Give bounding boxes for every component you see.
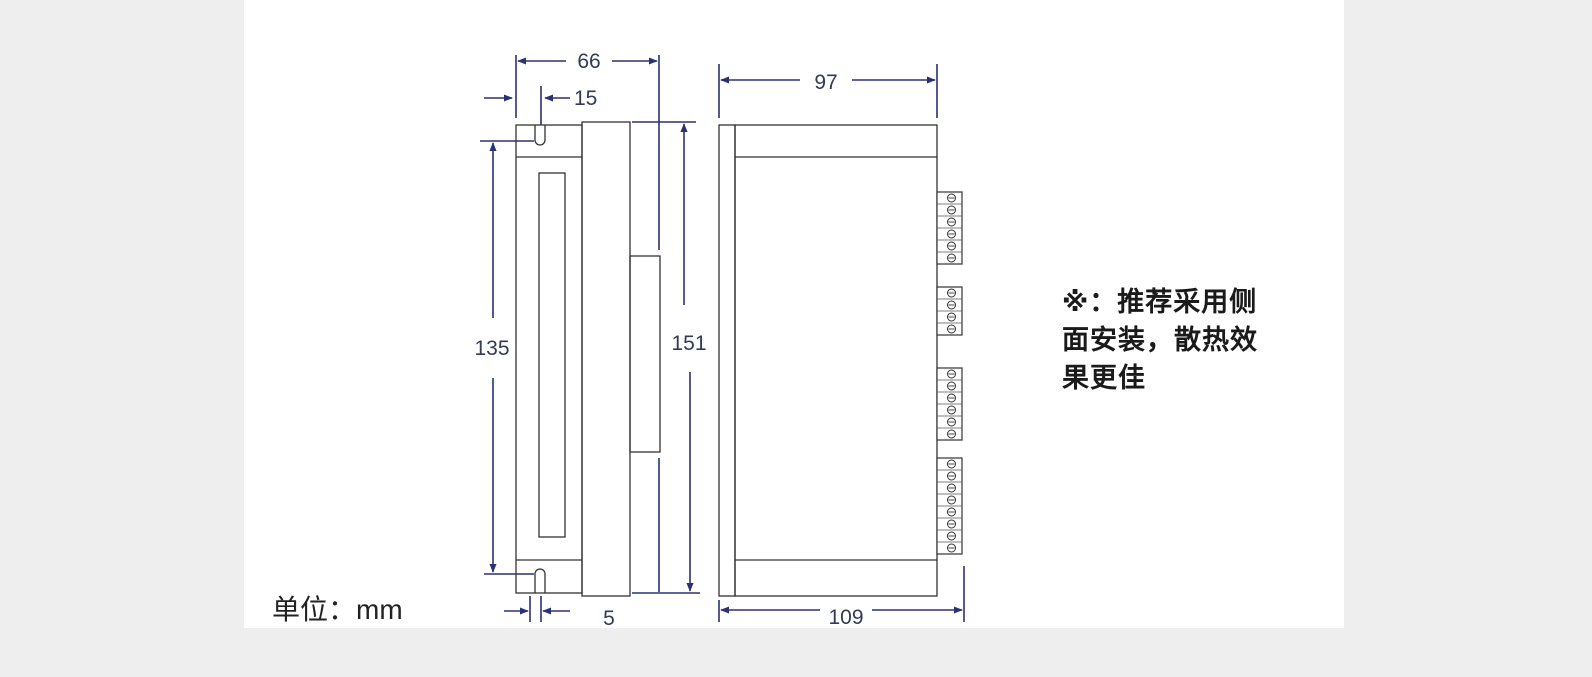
dimension-lines xyxy=(480,55,965,622)
terminal-blocks xyxy=(936,191,963,555)
dim-label-66: 66 xyxy=(577,50,600,73)
note-line-3: 果更佳 xyxy=(1062,363,1146,394)
side-view xyxy=(718,124,938,597)
dim-label-109: 109 xyxy=(828,606,863,629)
unit-label: 单位：mm xyxy=(272,594,403,625)
bottom-notch xyxy=(534,568,546,593)
dim-label-151: 151 xyxy=(671,332,706,355)
side-bump xyxy=(629,255,661,453)
drawing-panel xyxy=(244,0,1344,628)
note-line-1: ※：推荐采用侧 xyxy=(1062,287,1258,318)
dim-label-5: 5 xyxy=(603,607,615,630)
note-line-2: 面安装，散热效 xyxy=(1062,325,1258,356)
inner-slot xyxy=(538,172,566,538)
dim-label-15: 15 xyxy=(574,87,597,110)
top-notch xyxy=(534,125,546,146)
installation-note: ※：推荐采用侧 面安装，散热效 果更佳 xyxy=(1062,284,1302,398)
dim-label-97: 97 xyxy=(814,71,837,94)
dim-label-135: 135 xyxy=(474,337,509,360)
side-body xyxy=(734,124,938,597)
front-view xyxy=(515,121,661,597)
